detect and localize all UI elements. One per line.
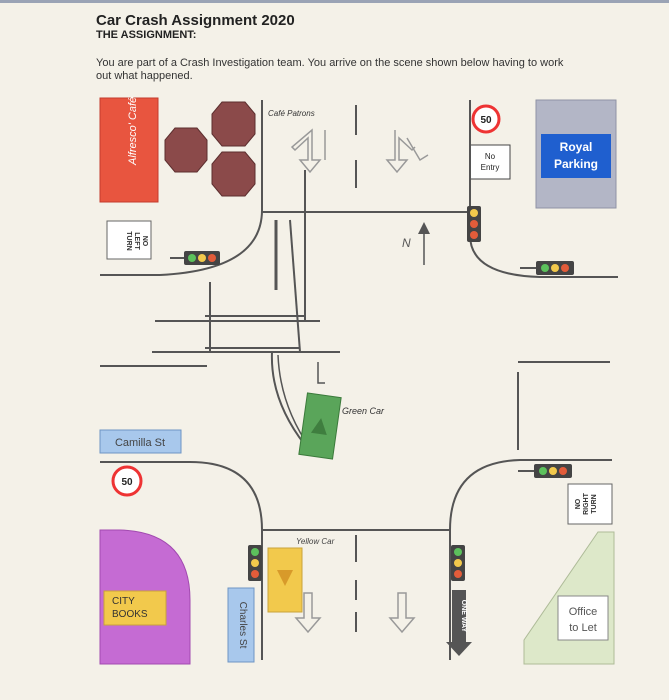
- traffic-light-left-bottom: [248, 545, 262, 581]
- svg-text:NO: NO: [575, 498, 582, 509]
- svg-text:RIGHT: RIGHT: [583, 492, 590, 515]
- no-left-turn-sign: NO LEFT TURN: [106, 220, 152, 260]
- north-arrow: N: [402, 222, 430, 265]
- speed-sign-50-left: 50: [111, 465, 143, 497]
- traffic-light-right-top: [467, 206, 481, 242]
- svg-text:Camilla St: Camilla St: [115, 437, 165, 449]
- svg-text:TURN: TURN: [591, 494, 598, 513]
- yellow-car-label: Yellow Car: [296, 537, 335, 546]
- svg-text:50: 50: [480, 115, 492, 126]
- cafe-umbrella-2: [164, 127, 208, 173]
- cafe-umbrella-3: [211, 151, 256, 197]
- green-car-label: Green Car: [342, 406, 385, 416]
- svg-text:No: No: [485, 152, 496, 161]
- traffic-light-left-top: [170, 251, 220, 265]
- cafe-umbrella-1: [211, 101, 256, 147]
- camilla-st-sign: Camilla St: [99, 429, 182, 454]
- alfresco-label: Alfresco' Café: [127, 97, 139, 166]
- svg-text:LEFT: LEFT: [133, 232, 140, 250]
- yellow-car: [267, 547, 303, 613]
- office-line1: Office: [569, 606, 598, 618]
- no-entry-sign: No Entry: [469, 144, 511, 180]
- alfresco-cafe-building: Alfresco' Café: [99, 97, 159, 203]
- lane-arrows-bottom: [294, 592, 416, 634]
- office-line2: to Let: [569, 622, 597, 634]
- road-lines: [100, 100, 618, 660]
- assignment-heading: THE ASSIGNMENT:: [96, 29, 197, 41]
- cafe-patrons-label: Café Patrons: [268, 109, 315, 118]
- intro-text: You are part of a Crash Investigation te…: [96, 57, 564, 82]
- speed-sign-50-top: 50: [471, 104, 501, 134]
- office-to-let-building: Office to Let: [523, 531, 615, 665]
- royal-parking-line1: Royal: [560, 140, 593, 154]
- svg-text:NO: NO: [141, 236, 148, 247]
- charles-st-sign: Charles St: [227, 587, 255, 663]
- royal-parking-building: Royal Parking: [535, 99, 617, 209]
- lane-arrows-top: [290, 128, 429, 174]
- green-car: [298, 392, 342, 460]
- top-border: [0, 0, 669, 3]
- traffic-light-right-mid: [520, 261, 574, 275]
- royal-parking-line2: Parking: [554, 157, 598, 171]
- north-label: N: [402, 236, 411, 250]
- svg-text:ONE WAY: ONE WAY: [460, 600, 467, 633]
- traffic-light-center-bottom: [451, 545, 465, 581]
- svg-text:Entry: Entry: [481, 163, 500, 172]
- svg-text:Charles St: Charles St: [237, 602, 248, 649]
- city-books-line2: BOOKS: [112, 609, 148, 620]
- svg-text:50: 50: [121, 477, 133, 488]
- no-right-turn-sign: NO RIGHT TURN: [567, 483, 613, 525]
- one-way-sign: ONE WAY: [446, 590, 472, 656]
- svg-text:TURN: TURN: [125, 231, 132, 250]
- page-title: Car Crash Assignment 2020: [96, 12, 295, 29]
- traffic-light-right-bottom: [518, 464, 572, 478]
- city-books-line1: CITY: [112, 596, 135, 607]
- city-books-building: CITY BOOKS: [99, 529, 191, 665]
